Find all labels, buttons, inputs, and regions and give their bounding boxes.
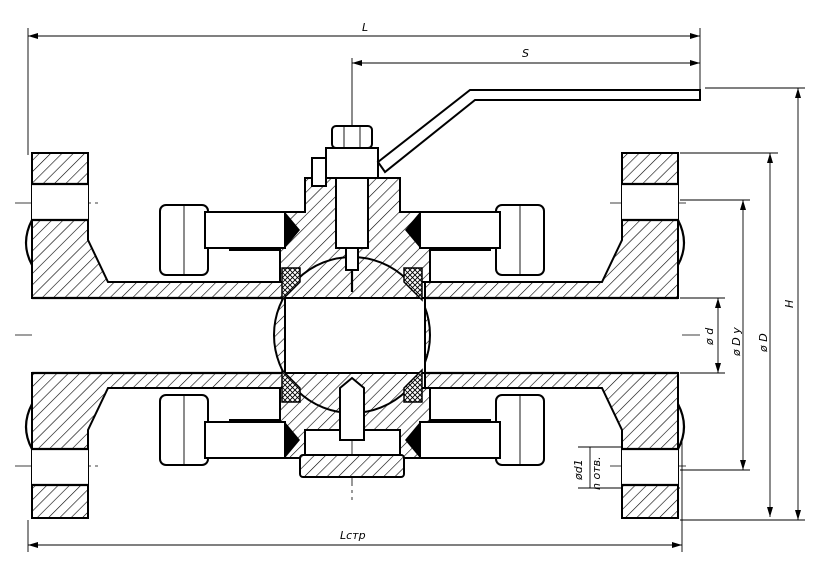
dimension-L: L: [27, 21, 701, 155]
dim-d-label: ø d: [703, 327, 716, 346]
dimension-Dy: ø D у: [680, 199, 750, 471]
handle-lever: [376, 89, 701, 174]
ball: [273, 256, 431, 414]
left-flange: [24, 152, 286, 519]
dimension-d: ø d: [680, 297, 725, 374]
dim-D-label: ø D: [757, 333, 770, 353]
dim-Lstr-label: Lстр: [340, 529, 366, 542]
stem: [311, 125, 379, 292]
bolt-top-right: [405, 204, 545, 276]
dim-S-label: S: [522, 47, 529, 60]
dim-n-holes-label: n отв.: [590, 456, 603, 490]
dim-Dy-label: ø D у: [730, 327, 743, 357]
bottom-trunnion: [299, 376, 405, 478]
dimension-H: H: [680, 87, 805, 521]
dim-L-label: L: [362, 21, 368, 34]
dim-d1-label: ød1: [572, 459, 585, 481]
dimension-D: ø D: [680, 152, 778, 517]
bolt-bottom-right: [405, 394, 545, 466]
dimension-Lstr: Lстр: [27, 440, 683, 552]
bolt-top-left: [159, 204, 300, 276]
dim-H-label: H: [783, 300, 796, 308]
dimension-S: S: [351, 47, 700, 130]
bolt-bottom-left: [159, 394, 300, 466]
